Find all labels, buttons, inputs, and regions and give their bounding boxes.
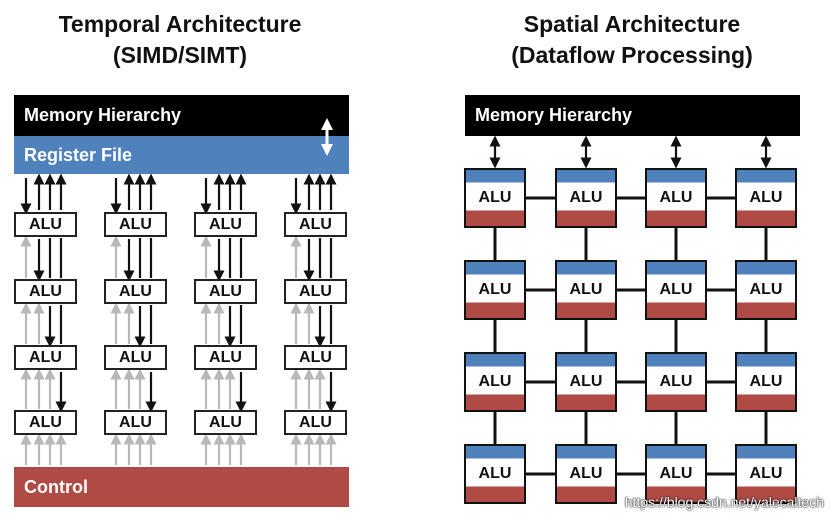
- temporal-alu: ALU: [194, 279, 257, 304]
- spatial-processing-element: ALU: [555, 352, 617, 412]
- spatial-processing-element: ALU: [735, 168, 797, 228]
- spatial-title-line1: Spatial Architecture: [523, 11, 741, 37]
- temporal-alu: ALU: [14, 279, 77, 304]
- spatial-title-line2: (Dataflow Processing): [511, 42, 753, 68]
- temporal-register-file-bar: Register File: [14, 136, 349, 174]
- spatial-processing-element: ALU: [555, 260, 617, 320]
- temporal-title-line2: (SIMD/SIMT): [112, 42, 248, 68]
- temporal-alu: ALU: [104, 410, 167, 435]
- temporal-alu: ALU: [104, 212, 167, 237]
- spatial-processing-element: ALU: [645, 352, 707, 412]
- watermark: https://blog.csdn.net/yalecaltech: [624, 494, 824, 510]
- temporal-alu: ALU: [104, 345, 167, 370]
- temporal-alu: ALU: [194, 345, 257, 370]
- spatial-memory-hierarchy-bar: Memory Hierarchy: [465, 95, 800, 136]
- spatial-architecture-title: Spatial Architecture (Dataflow Processin…: [456, 9, 808, 71]
- spatial-processing-element: ALU: [464, 352, 526, 412]
- temporal-alu: ALU: [194, 212, 257, 237]
- temporal-control-bar: Control: [14, 467, 349, 507]
- temporal-alu: ALU: [104, 279, 167, 304]
- temporal-architecture-title: Temporal Architecture (SIMD/SIMT): [10, 9, 350, 71]
- spatial-processing-element: ALU: [735, 352, 797, 412]
- temporal-memory-hierarchy-bar: Memory Hierarchy: [14, 95, 349, 136]
- temporal-title-line1: Temporal Architecture: [58, 11, 302, 37]
- temporal-alu: ALU: [14, 345, 77, 370]
- temporal-alu: ALU: [284, 345, 347, 370]
- spatial-processing-element: ALU: [464, 260, 526, 320]
- spatial-processing-element: ALU: [464, 168, 526, 228]
- spatial-processing-element: ALU: [464, 444, 526, 504]
- spatial-wiring: [489, 135, 772, 476]
- spatial-processing-element: ALU: [735, 444, 797, 504]
- temporal-alu: ALU: [284, 279, 347, 304]
- spatial-processing-element: ALU: [645, 168, 707, 228]
- temporal-alu: ALU: [14, 410, 77, 435]
- spatial-processing-element: ALU: [735, 260, 797, 320]
- temporal-alu: ALU: [284, 212, 347, 237]
- spatial-processing-element: ALU: [645, 260, 707, 320]
- spatial-processing-element: ALU: [555, 168, 617, 228]
- spatial-processing-element: ALU: [555, 444, 617, 504]
- temporal-alu: ALU: [194, 410, 257, 435]
- temporal-wiring: [20, 173, 337, 465]
- temporal-alu: ALU: [14, 212, 77, 237]
- temporal-alu: ALU: [284, 410, 347, 435]
- spatial-processing-element: ALU: [645, 444, 707, 504]
